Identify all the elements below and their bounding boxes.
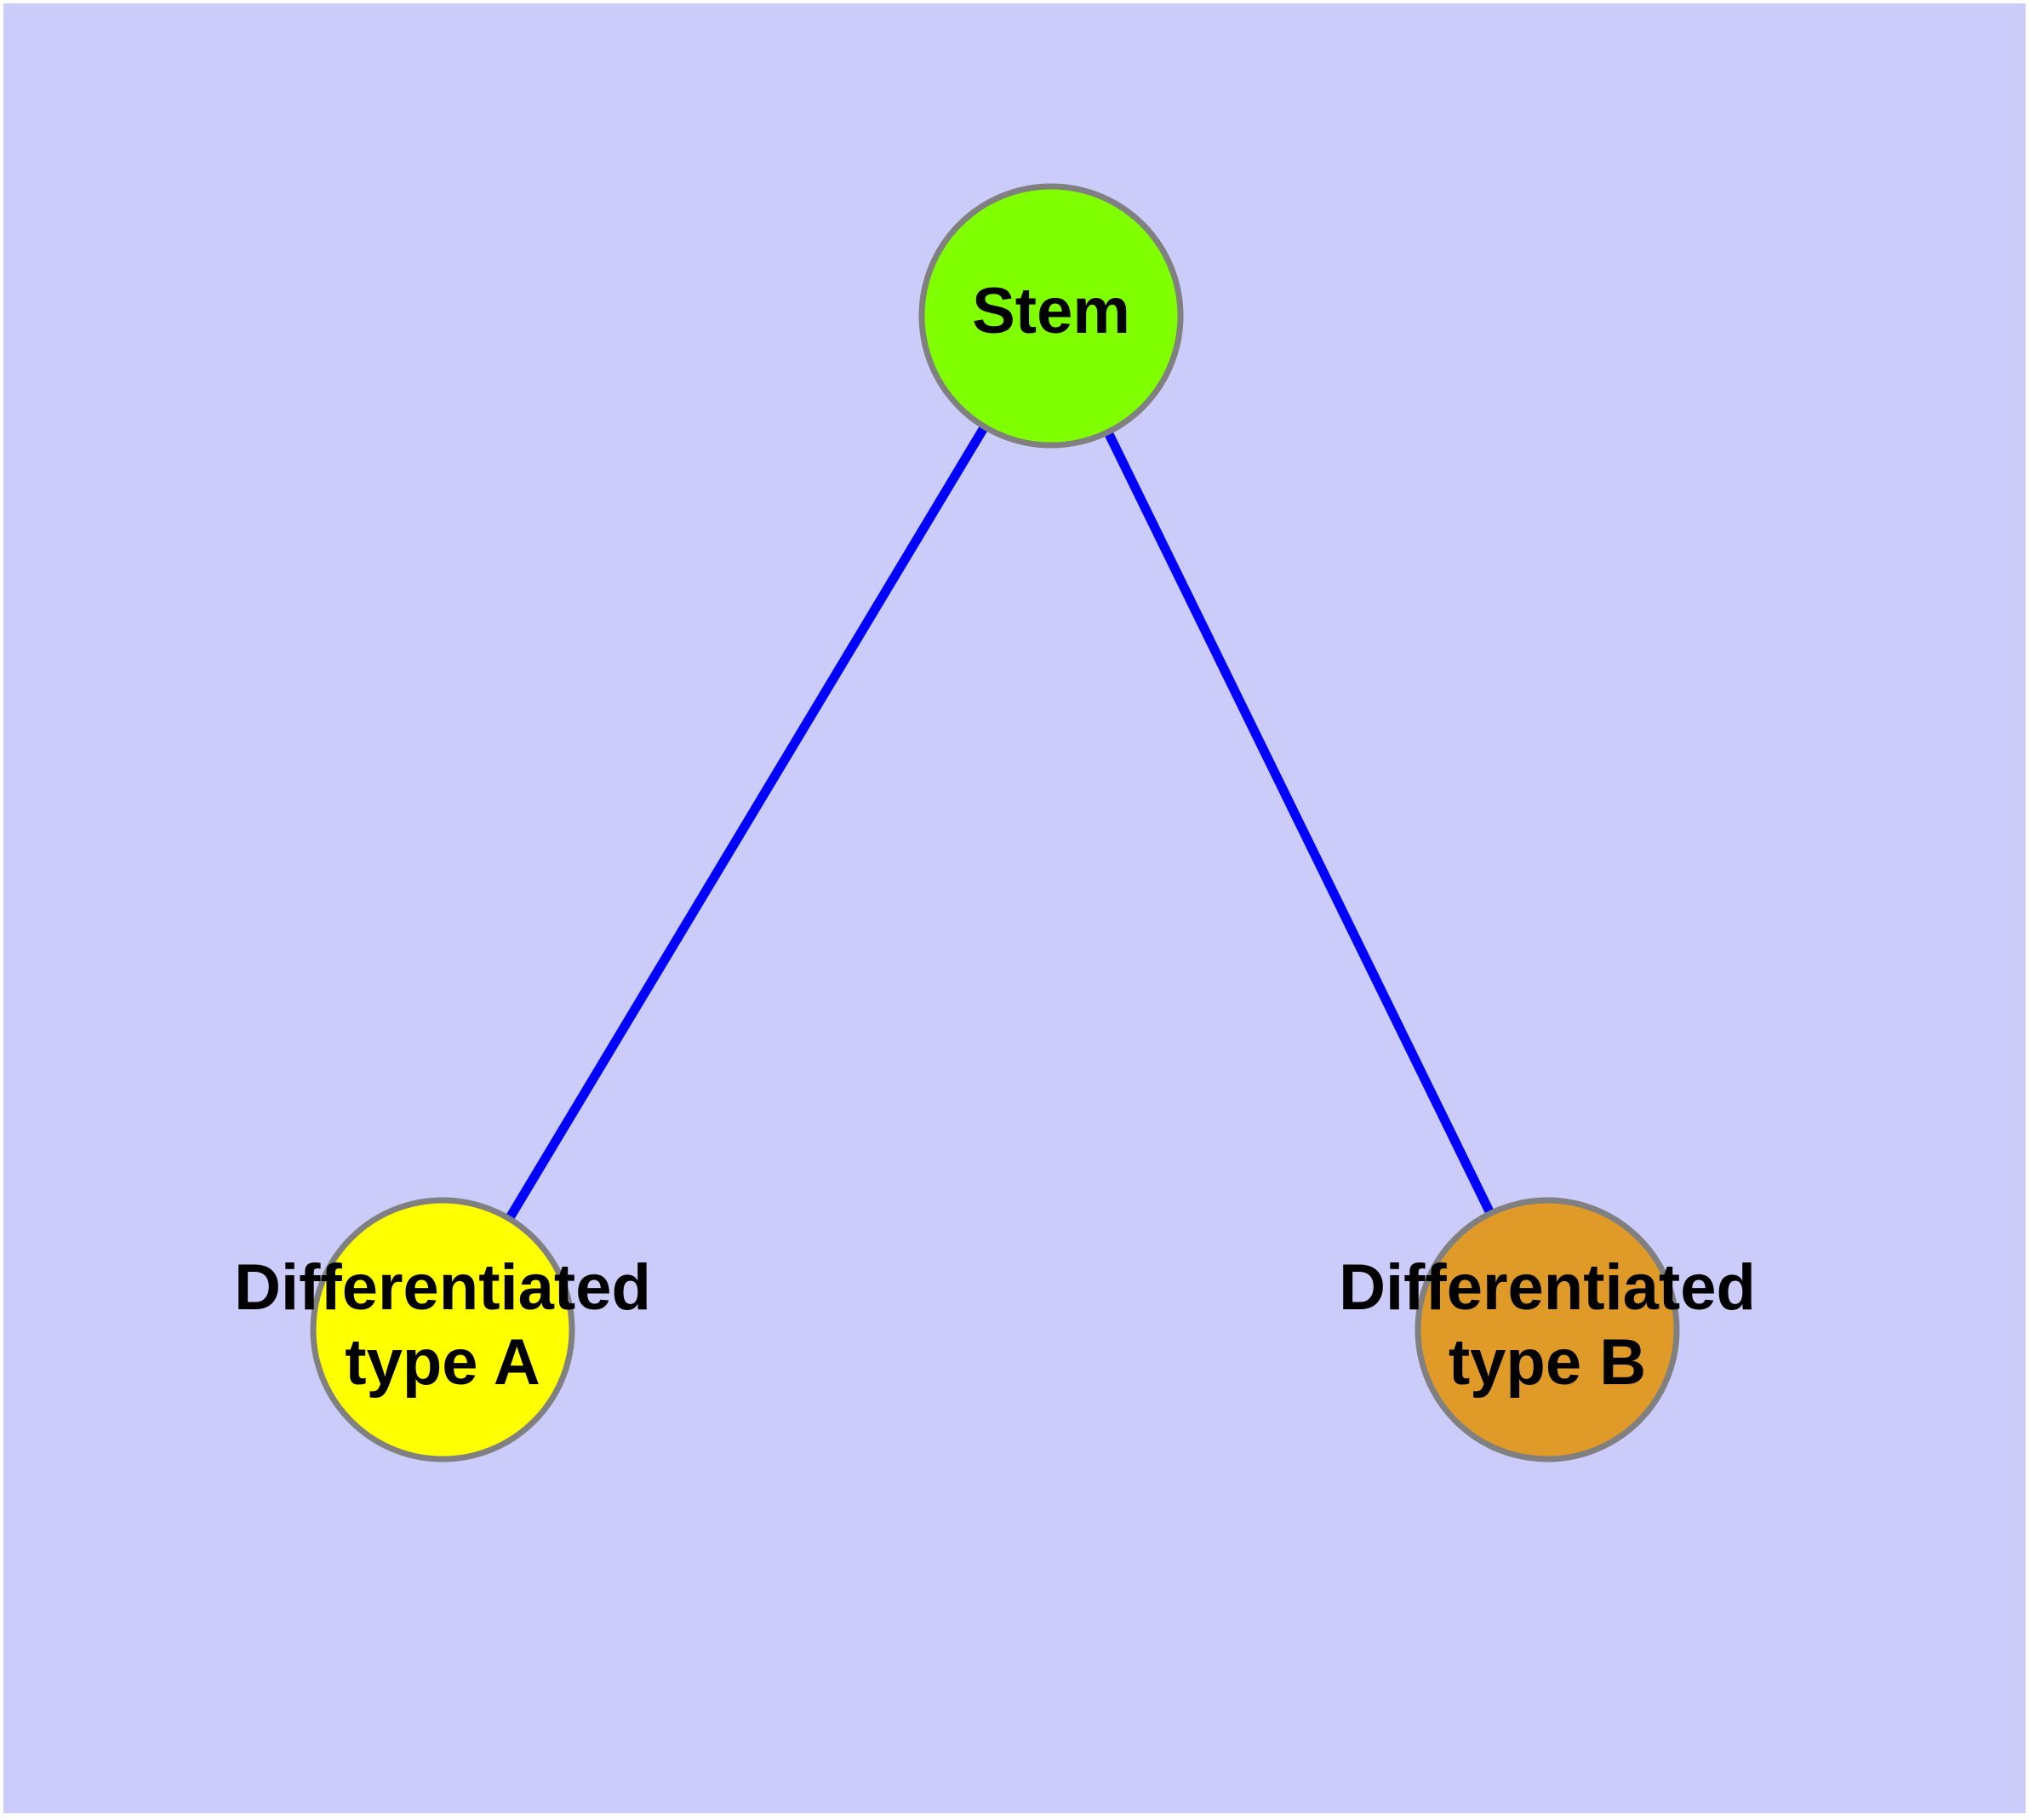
node-label-line: Differentiated <box>234 1251 651 1324</box>
node-label-line: Stem <box>972 275 1130 347</box>
node-label-line: Differentiated <box>1339 1251 1756 1324</box>
node-label-stem: Stem <box>972 275 1130 347</box>
node-stem[interactable] <box>918 183 1184 449</box>
edge-stem-to-differentiated-type-a[interactable] <box>504 422 990 1223</box>
node-differentiated-type-a[interactable] <box>310 1197 575 1462</box>
nodes-group <box>310 183 1680 1462</box>
node-differentiated-type-b[interactable] <box>1415 1197 1680 1462</box>
edge-stem-to-differentiated-type-b[interactable] <box>1103 428 1495 1217</box>
node-label-line: type B <box>1449 1326 1646 1399</box>
edges-group <box>504 422 1495 1223</box>
node-label-line: type A <box>345 1326 540 1399</box>
